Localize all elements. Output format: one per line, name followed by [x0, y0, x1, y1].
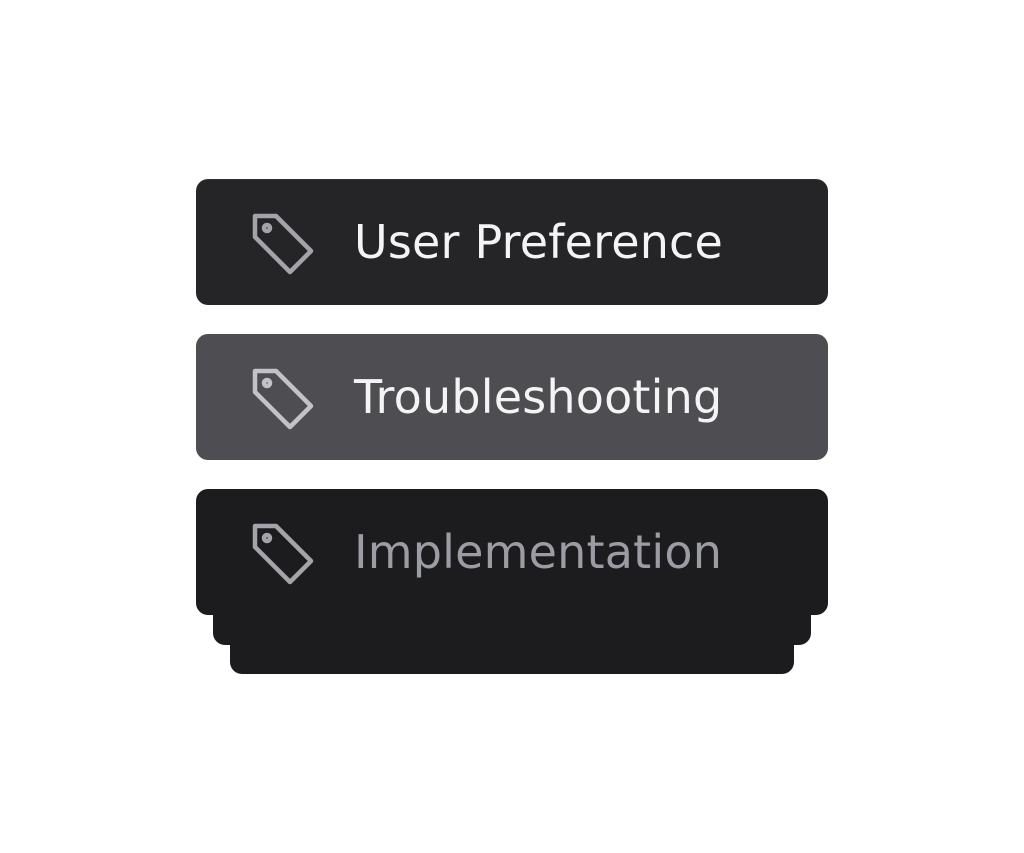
tag-icon: [250, 210, 316, 276]
tag-label: User Preference: [354, 215, 724, 269]
tag-label: Troubleshooting: [354, 370, 723, 424]
tag-label: Implementation: [354, 525, 723, 579]
tag-icon: [250, 520, 316, 586]
tag-item-implementation[interactable]: Implementation: [196, 489, 828, 615]
tag-item-user-preference[interactable]: User Preference: [196, 179, 828, 305]
tag-icon: [250, 365, 316, 431]
tag-item-troubleshooting[interactable]: Troubleshooting: [196, 334, 828, 460]
